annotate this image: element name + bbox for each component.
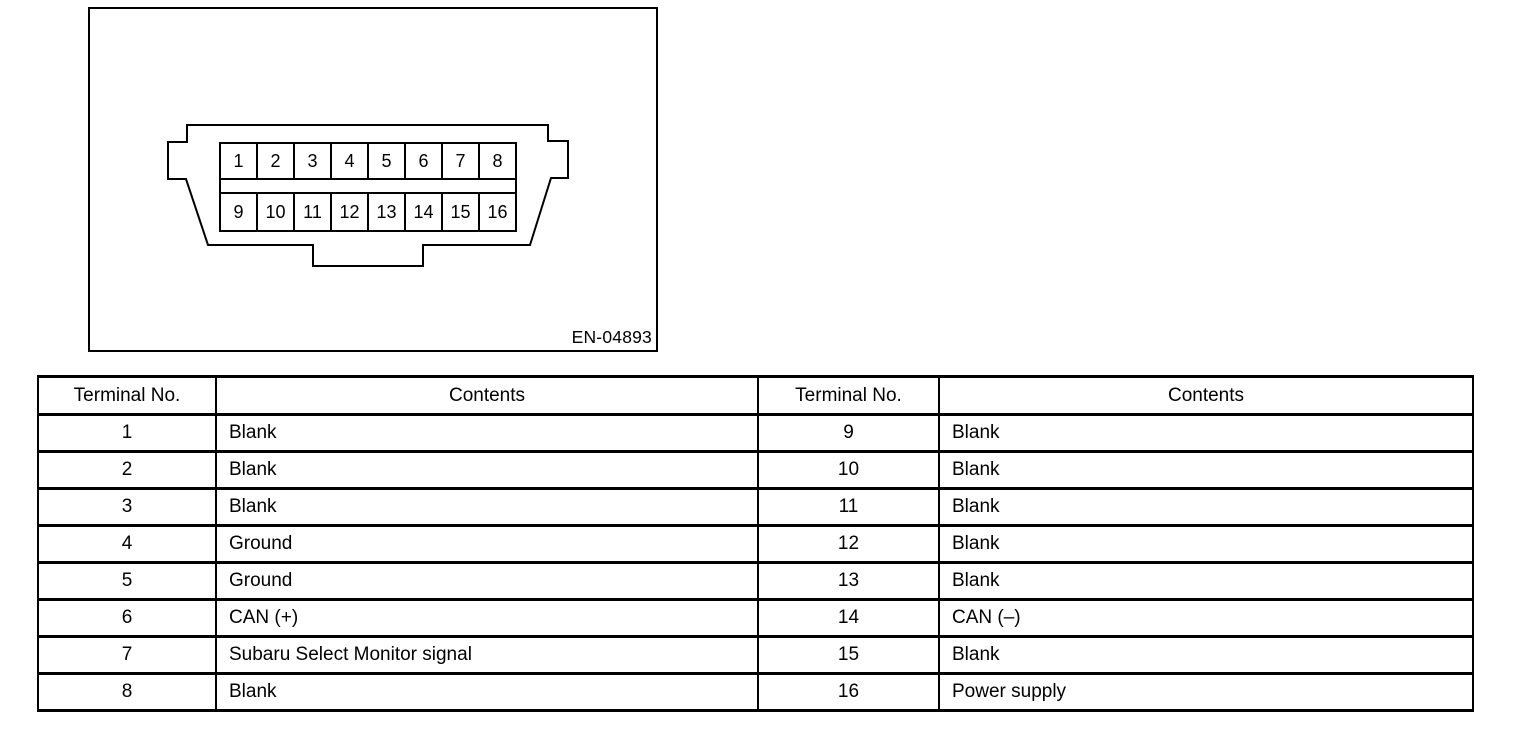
terminal-cell: 4 bbox=[37, 524, 217, 564]
terminal-cell: 12 bbox=[757, 524, 940, 564]
pin-cell: 5 bbox=[381, 151, 392, 171]
obd-connector-diagram bbox=[88, 7, 658, 352]
contents-header: Contents bbox=[938, 375, 1474, 416]
table-row: 6 CAN (+) 14 CAN (–) bbox=[37, 598, 1474, 638]
terminal-cell: 15 bbox=[757, 635, 940, 675]
terminal-cell: 6 bbox=[37, 598, 217, 638]
contents-cell: Blank bbox=[938, 487, 1474, 527]
terminal-cell: 16 bbox=[757, 672, 940, 712]
contents-cell: Power supply bbox=[938, 672, 1474, 712]
contents-cell: Blank bbox=[215, 487, 759, 527]
terminal-no-header: Terminal No. bbox=[37, 375, 217, 416]
terminal-cell: 10 bbox=[757, 450, 940, 490]
table-row: 3 Blank 11 Blank bbox=[37, 487, 1474, 527]
table-row: 8 Blank 16 Power supply bbox=[37, 672, 1474, 712]
terminal-table: Terminal No. Contents Terminal No. Conte… bbox=[37, 375, 1474, 712]
pin-cell: 12 bbox=[339, 202, 360, 222]
pin-cell: 10 bbox=[265, 202, 286, 222]
pin-cell: 6 bbox=[418, 151, 429, 171]
contents-cell: Blank bbox=[938, 561, 1474, 601]
figure-code: EN-04893 bbox=[571, 327, 652, 347]
terminal-cell: 3 bbox=[37, 487, 217, 527]
pin-cell: 9 bbox=[233, 202, 244, 222]
contents-cell: CAN (+) bbox=[215, 598, 759, 638]
terminal-cell: 11 bbox=[757, 487, 940, 527]
table-row: 5 Ground 13 Blank bbox=[37, 561, 1474, 601]
terminal-cell: 5 bbox=[37, 561, 217, 601]
pin-cell: 14 bbox=[413, 202, 434, 222]
pin-cell: 7 bbox=[455, 151, 466, 171]
contents-cell: Ground bbox=[215, 561, 759, 601]
contents-cell: Ground bbox=[215, 524, 759, 564]
terminal-cell: 2 bbox=[37, 450, 217, 490]
pin-cell: 1 bbox=[233, 151, 244, 171]
pin-cell: 4 bbox=[344, 151, 355, 171]
terminal-no-header: Terminal No. bbox=[757, 375, 940, 416]
pin-cell: 13 bbox=[376, 202, 397, 222]
contents-cell: Blank bbox=[938, 635, 1474, 675]
contents-cell: Blank bbox=[938, 413, 1474, 453]
terminal-cell: 9 bbox=[757, 413, 940, 453]
terminal-cell: 14 bbox=[757, 598, 940, 638]
terminal-cell: 7 bbox=[37, 635, 217, 675]
connector-figure: 1 2 3 4 5 6 7 8 9 10 11 12 13 14 15 16 E… bbox=[88, 7, 658, 352]
table-row: 4 Ground 12 Blank bbox=[37, 524, 1474, 564]
terminal-cell: 13 bbox=[757, 561, 940, 601]
contents-header: Contents bbox=[215, 375, 759, 416]
pin-cell: 16 bbox=[487, 202, 508, 222]
pin-cell: 2 bbox=[270, 151, 281, 171]
contents-cell: CAN (–) bbox=[938, 598, 1474, 638]
table-row: 1 Blank 9 Blank bbox=[37, 413, 1474, 453]
contents-cell: Blank bbox=[938, 524, 1474, 564]
pin-cell: 3 bbox=[307, 151, 318, 171]
contents-cell: Blank bbox=[215, 672, 759, 712]
terminal-cell: 8 bbox=[37, 672, 217, 712]
contents-cell: Subaru Select Monitor signal bbox=[215, 635, 759, 675]
connector-outline bbox=[167, 124, 569, 267]
table-row: 2 Blank 10 Blank bbox=[37, 450, 1474, 490]
contents-cell: Blank bbox=[215, 450, 759, 490]
pin-cell: 15 bbox=[450, 202, 471, 222]
pin-cell: 8 bbox=[492, 151, 503, 171]
contents-cell: Blank bbox=[215, 413, 759, 453]
figure-border bbox=[88, 7, 658, 352]
table-row: 7 Subaru Select Monitor signal 15 Blank bbox=[37, 635, 1474, 675]
terminal-cell: 1 bbox=[37, 413, 217, 453]
pin-grid bbox=[219, 142, 517, 232]
contents-cell: Blank bbox=[938, 450, 1474, 490]
pin-cell: 11 bbox=[303, 202, 322, 222]
table-header-row: Terminal No. Contents Terminal No. Conte… bbox=[37, 375, 1474, 416]
